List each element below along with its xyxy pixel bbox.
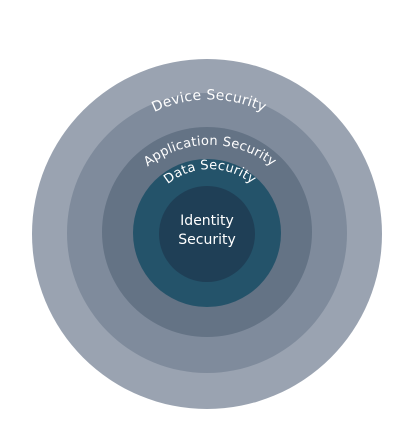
identity-layer-circle [159,186,255,282]
identity-label-line2: Security [178,232,236,248]
identity-label-line1: Identity [180,213,234,229]
